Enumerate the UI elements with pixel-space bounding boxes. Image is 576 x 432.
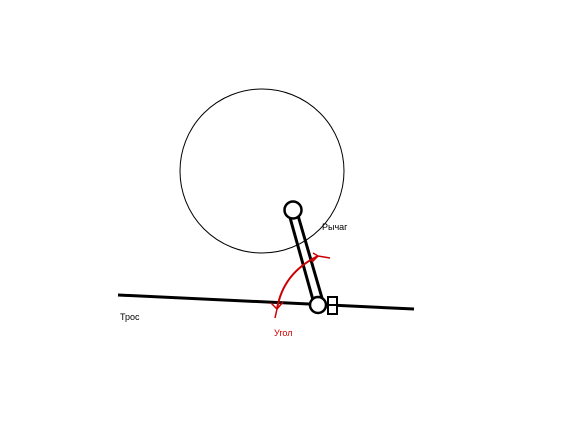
angle-arrowhead-bottom [270,301,284,319]
lever-bar-right [295,211,324,299]
lever-bar-left [287,213,315,301]
cable-line [117,293,415,311]
wheel-circle [179,88,345,254]
lever-top-pivot [283,200,303,220]
cable-label: Трос [120,312,140,322]
lever-bottom-pivot [308,295,328,315]
lever-label: Рычаг [322,222,348,232]
angle-arc-curve [276,255,319,310]
angle-arc [270,252,331,319]
angle-arrowhead-top [311,252,331,263]
fastener-nut [327,296,338,315]
angle-label: Угол [274,328,292,338]
lever [287,211,324,301]
